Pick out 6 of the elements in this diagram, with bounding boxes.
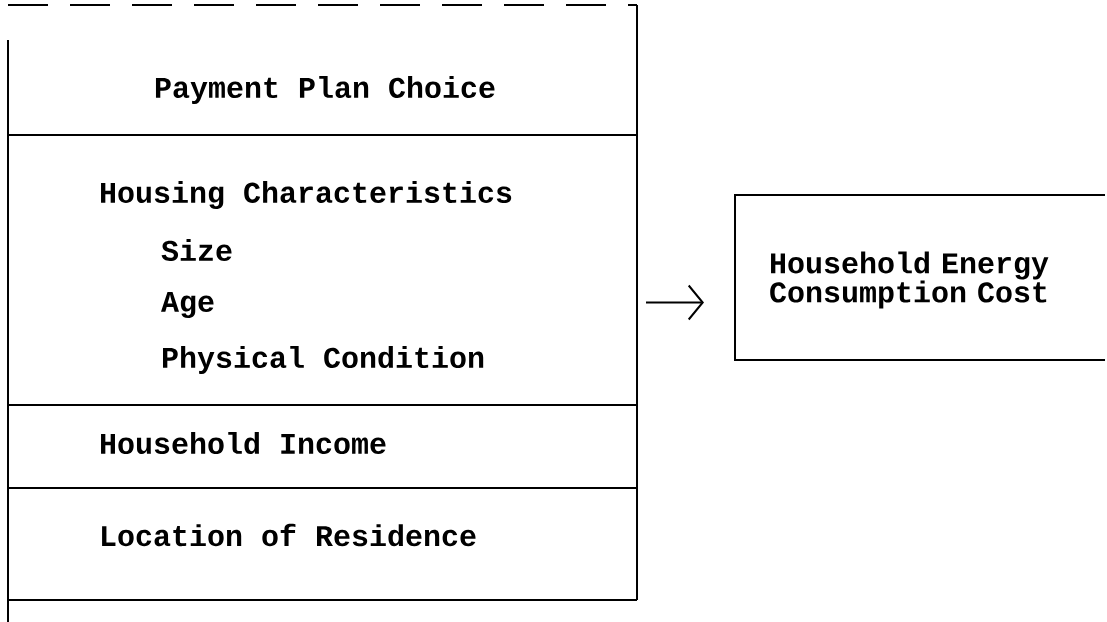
frame-box [7,4,638,622]
section-box: Housing Characteristics Size Age Physical Condition [7,180,638,406]
output-box: Household Energy Consumption Cost [734,194,1106,361]
section-box: Household Income [7,432,638,489]
section-box: Payment Plan Choice [7,76,638,136]
section-box: Location of Residence [7,523,638,601]
